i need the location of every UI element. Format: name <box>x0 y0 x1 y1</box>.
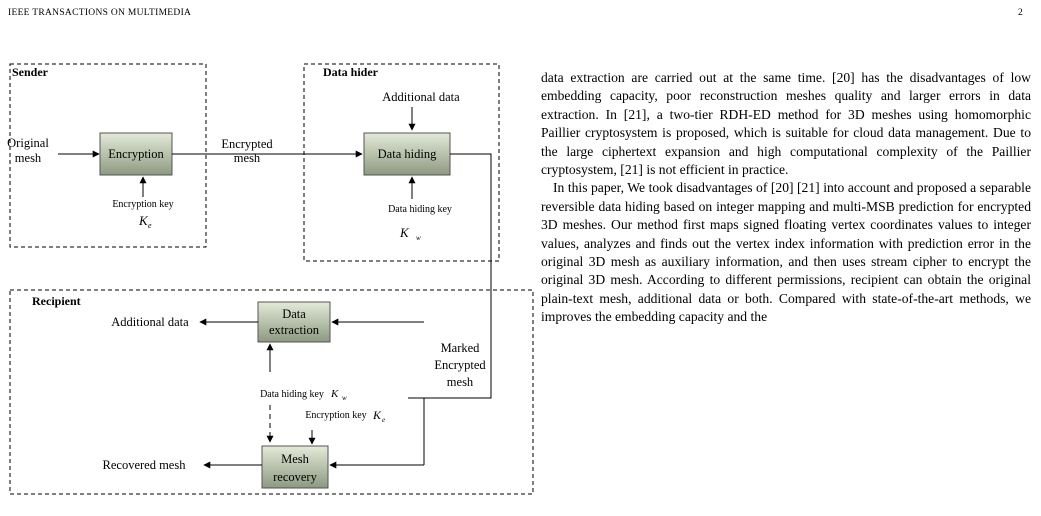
marked-encrypted-mesh-label-2: Encrypted <box>434 358 486 372</box>
recipient-data-hiding-key-symbol: K <box>330 388 339 400</box>
recovered-mesh-output-label: Recovered mesh <box>103 458 187 472</box>
page-number: 2 <box>1018 8 1024 18</box>
encryption-box-label: Encryption <box>108 147 164 161</box>
data-extraction-box <box>257 301 331 343</box>
data-hiding-key-symbol: K <box>399 225 410 240</box>
recipient-region: Recipient Data extraction Additional dat… <box>9 289 534 495</box>
encryption-key-subscript: e <box>148 221 152 230</box>
mesh-recovery-box-label-1: Mesh <box>281 452 310 466</box>
system-diagram: Sender Original mesh Encryption Encrypti… <box>7 63 534 495</box>
recipient-data-hiding-key-label: Data hiding key <box>260 389 324 400</box>
additional-data-output-label: Additional data <box>111 315 189 329</box>
mesh-recovery-box <box>261 445 329 489</box>
data-hiding-box-label: Data hiding <box>378 147 437 161</box>
marked-encrypted-mesh-label-3: mesh <box>447 375 474 389</box>
body-paragraph-2: In this paper, We took disadvantages of … <box>541 180 1031 325</box>
encryption-key-label: Encryption key <box>112 199 173 210</box>
data-hiding-key-label: Data hiding key <box>388 204 452 215</box>
original-mesh-label-1: Original <box>7 136 49 150</box>
marked-mesh-connector <box>408 153 492 399</box>
data-extraction-box-label-2: extraction <box>269 323 320 337</box>
encrypted-mesh-label-2: mesh <box>234 151 261 165</box>
data-hider-title: Data hider <box>323 65 379 79</box>
mesh-recovery-box-label-2: recovery <box>273 470 317 484</box>
sender-title: Sender <box>12 65 49 79</box>
data-hider-region: Data hider Additional data Data hiding D… <box>303 63 500 262</box>
encryption-key-symbol: K <box>138 213 149 228</box>
recipient-title: Recipient <box>32 294 81 308</box>
data-hiding-key-subscript: w <box>416 234 421 242</box>
recipient-data-hiding-key-subscript: w <box>342 394 347 402</box>
journal-header: IEEE TRANSACTIONS ON MULTIMEDIA <box>8 8 192 18</box>
marked-encrypted-mesh-label-1: Marked <box>441 341 481 355</box>
encryption-box <box>99 132 173 176</box>
sender-dashed-border <box>9 63 207 248</box>
body-text-column: data extraction are carried out at the s… <box>541 69 1031 327</box>
encrypted-mesh-label-1: Encrypted <box>221 137 273 151</box>
recipient-encryption-key-label: Encryption key <box>305 410 366 421</box>
recipient-encryption-key-symbol: K <box>372 408 382 422</box>
data-extraction-box-label-1: Data <box>282 307 306 321</box>
original-mesh-label-2: mesh <box>15 151 42 165</box>
recipient-encryption-key-subscript: e <box>382 416 385 424</box>
sender-region: Sender Original mesh Encryption Encrypti… <box>7 63 207 248</box>
body-paragraph-1: data extraction are carried out at the s… <box>541 70 1031 178</box>
recipient-dashed-border <box>9 289 534 495</box>
additional-data-input-label: Additional data <box>382 90 460 104</box>
